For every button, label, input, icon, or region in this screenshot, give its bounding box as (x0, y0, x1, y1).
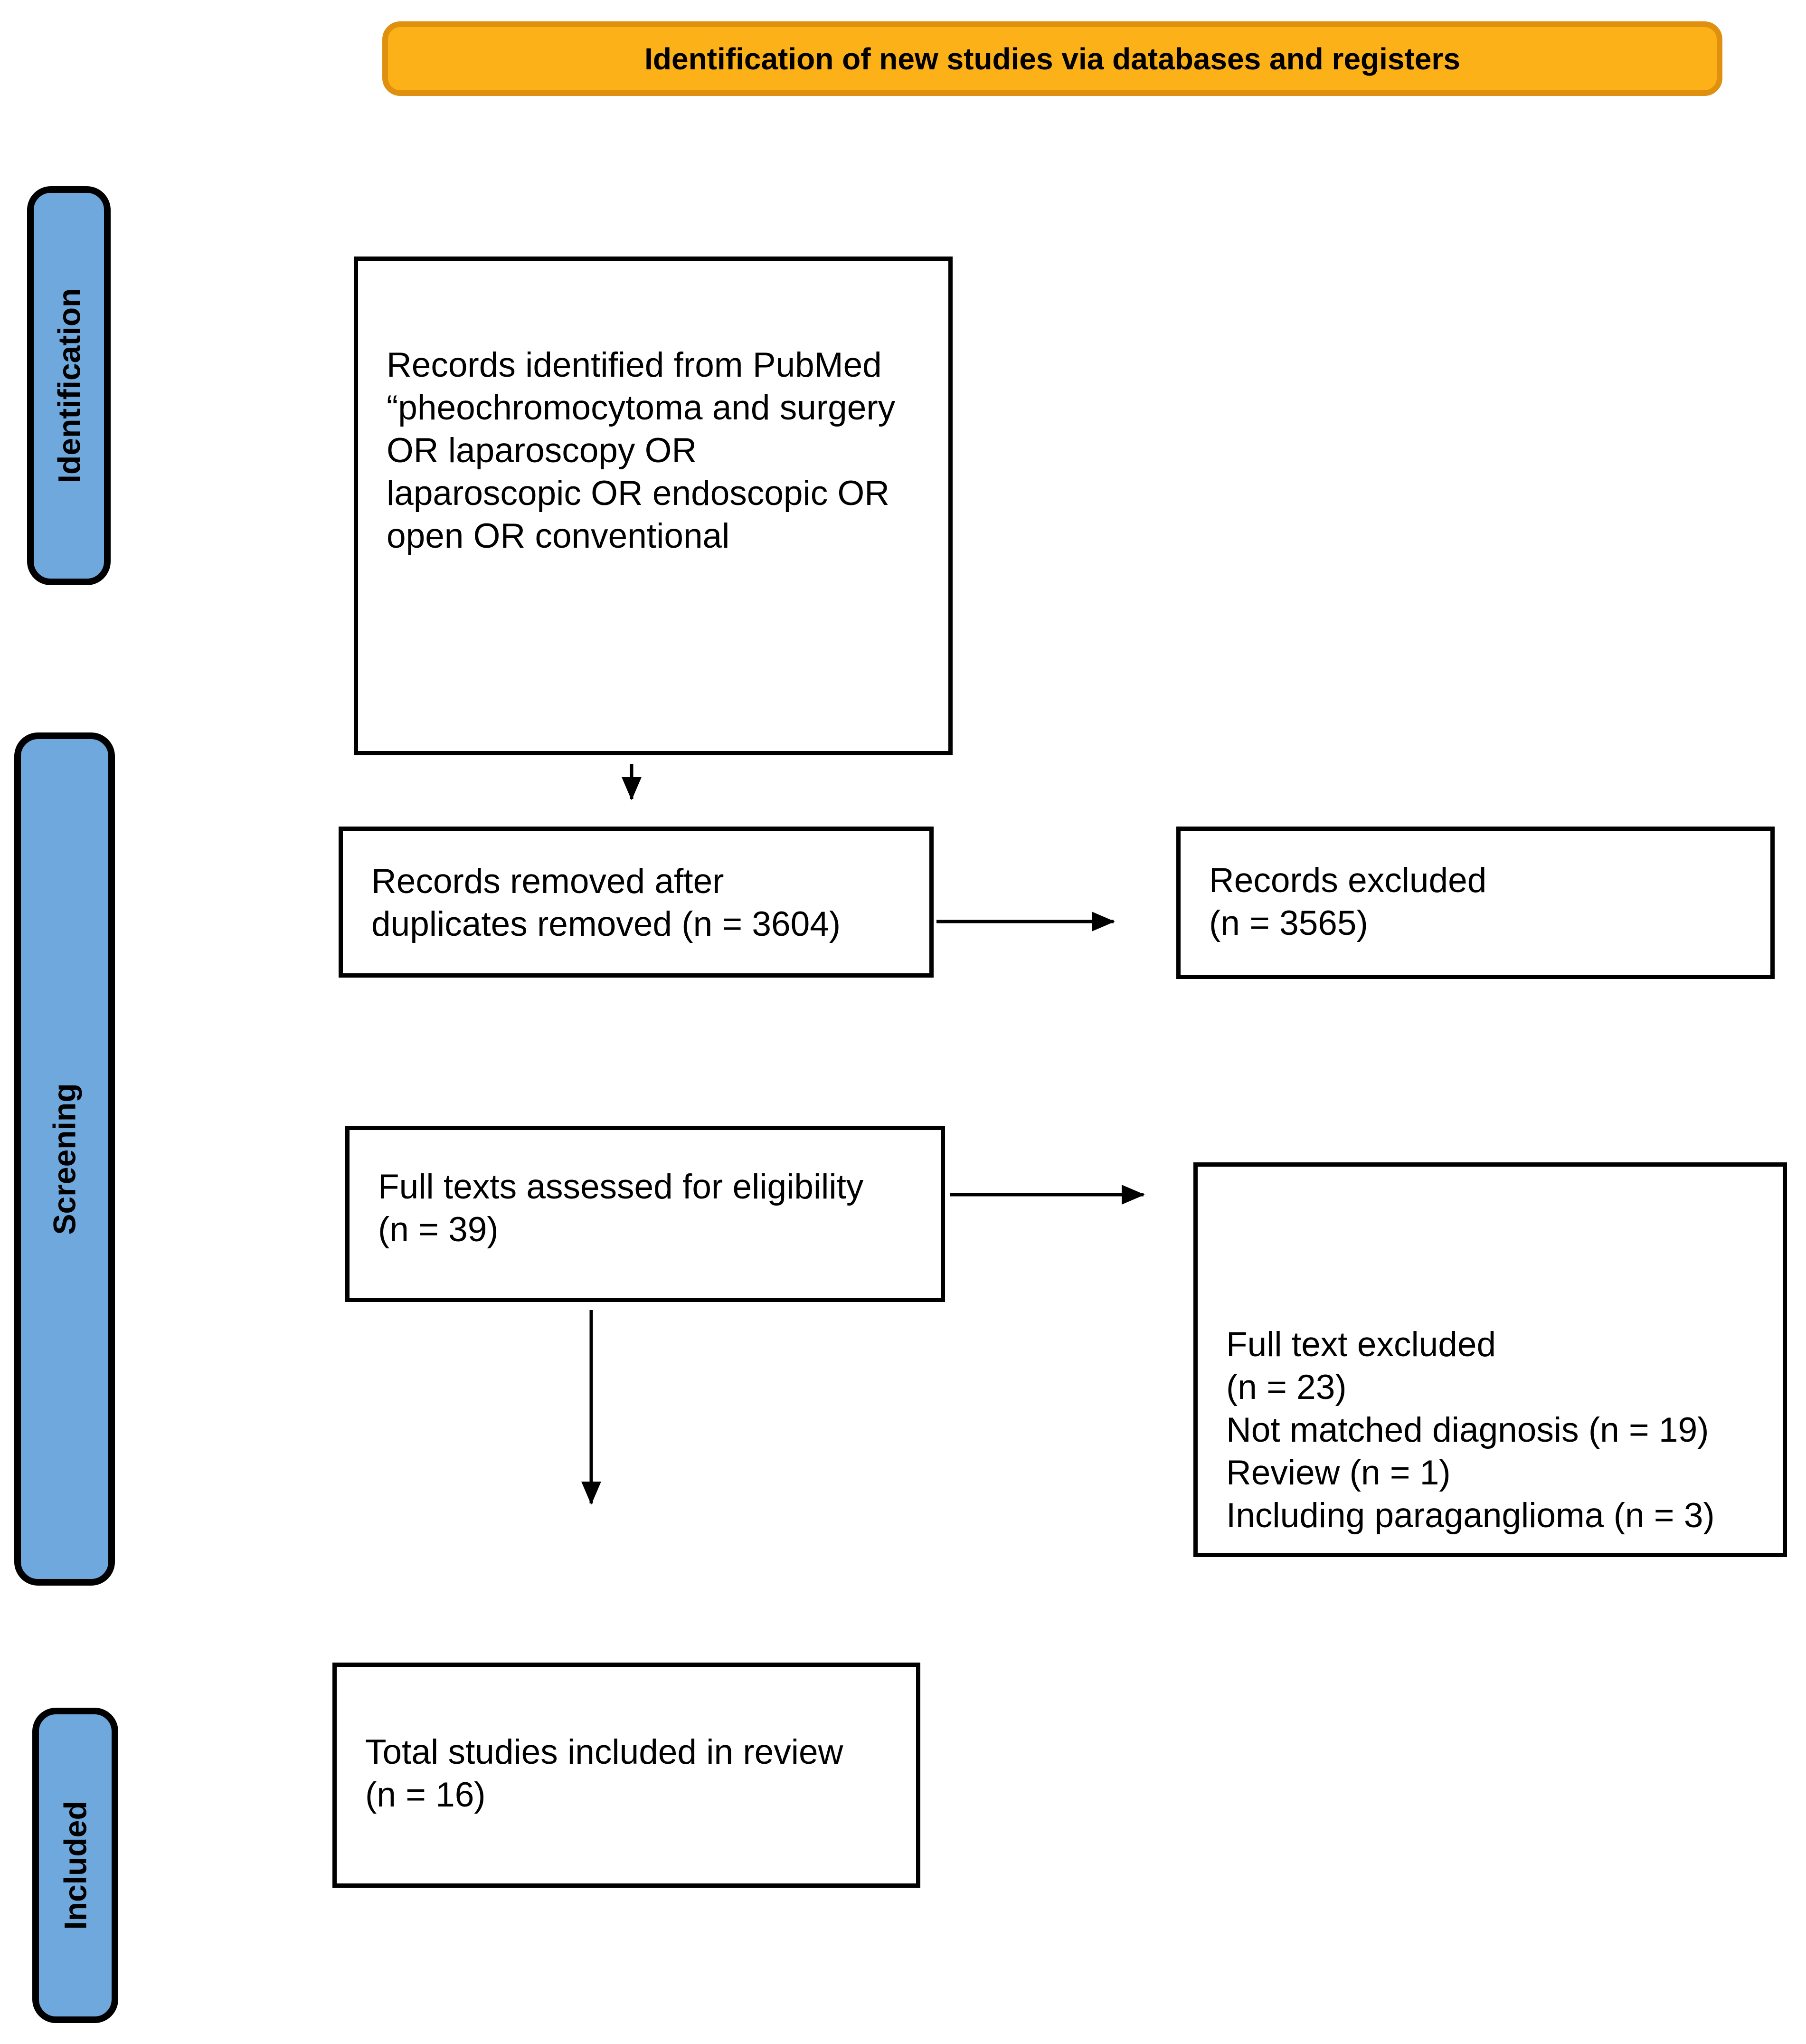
box-full-texts-assessed: Full texts assessed for eligibility (n =… (345, 1126, 945, 1302)
header-title: Identification of new studies via databa… (644, 41, 1460, 76)
stage-label-included: Included (57, 1801, 93, 1930)
box-total-included: Total studies included in review (n = 16… (332, 1663, 920, 1888)
box-duplicates-removed: Records removed after duplicates removed… (339, 827, 934, 978)
box-full-text-excluded: Full text excluded (n = 23) Not matched … (1193, 1162, 1787, 1557)
header-banner: Identification of new studies via databa… (382, 21, 1722, 96)
stage-tab-identification: Identification (27, 186, 111, 585)
stage-tab-included: Included (32, 1708, 118, 2023)
box-records-excluded: Records excluded (n = 3565) (1176, 827, 1775, 979)
box-records-identified: Records identified from PubMed “pheochro… (354, 257, 953, 755)
stage-label-identification: Identification (51, 288, 87, 484)
stage-label-screening: Screening (47, 1083, 83, 1235)
stage-tab-screening: Screening (14, 732, 115, 1586)
